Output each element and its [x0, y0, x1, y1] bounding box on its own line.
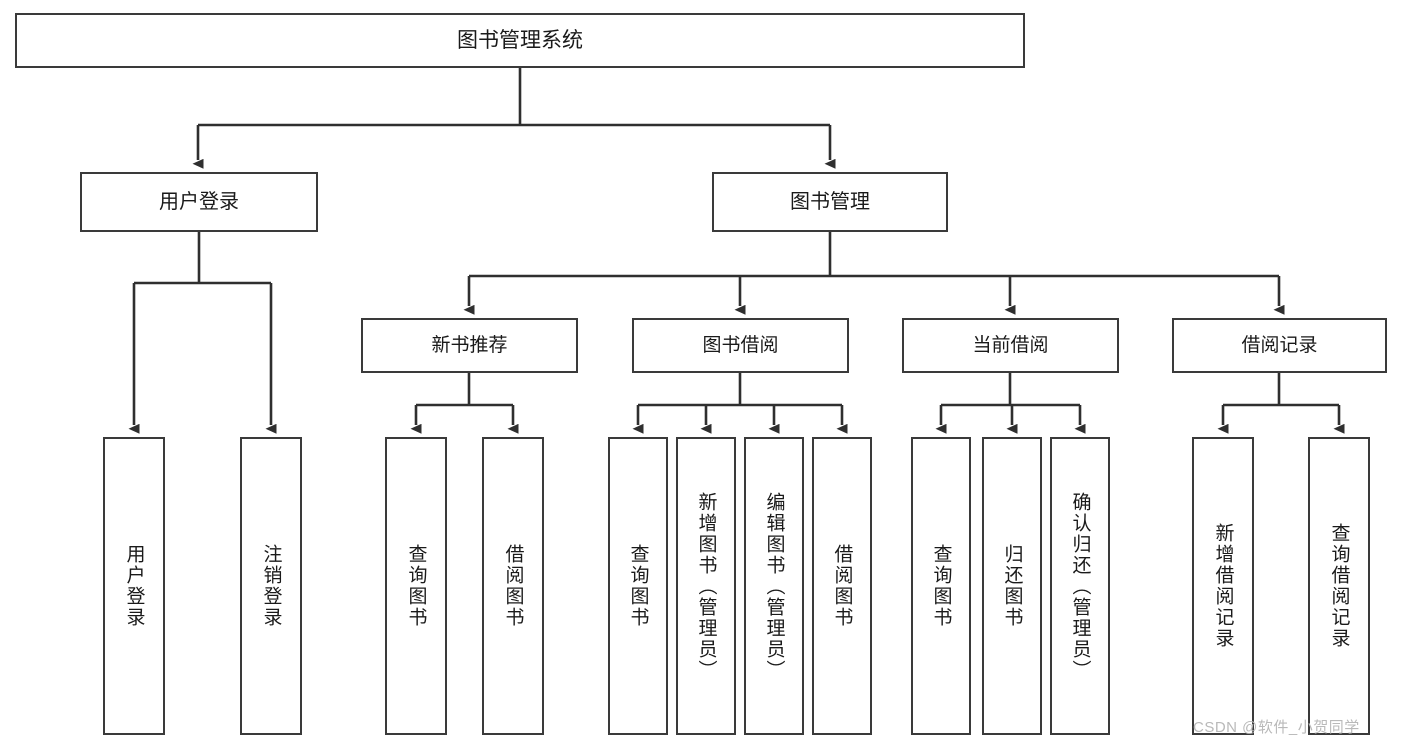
node-current-borrow-label: 当前借阅 — [972, 334, 1049, 356]
leaf-node[interactable]: 查询借阅记录 — [1308, 437, 1370, 735]
leaf-node-label: 查询图书 — [405, 544, 427, 628]
leaf-node[interactable]: 查询图书 — [608, 437, 668, 735]
node-borrow-record[interactable]: 借阅记录 — [1172, 318, 1387, 373]
leaf-node[interactable]: 查询图书 — [911, 437, 971, 735]
leaf-node[interactable]: 查询图书 — [385, 437, 447, 735]
leaf-node-label: 查询图书 — [627, 544, 649, 628]
leaf-node-label: 新增借阅记录 — [1212, 523, 1234, 649]
leaf-node-label: 借阅图书 — [502, 544, 524, 628]
leaf-node[interactable]: 注销登录 — [240, 437, 302, 735]
leaf-node[interactable]: 编辑图书（管理员） — [744, 437, 804, 735]
leaf-node-label: 注销登录 — [260, 544, 282, 628]
leaf-node[interactable]: 新增图书（管理员） — [676, 437, 736, 735]
node-book-borrow-label: 图书借阅 — [702, 334, 779, 356]
leaf-node[interactable]: 新增借阅记录 — [1192, 437, 1254, 735]
leaf-node-label: 新增图书（管理员） — [695, 491, 717, 681]
node-user-login-label: 用户登录 — [159, 190, 239, 213]
leaf-node-label: 查询借阅记录 — [1328, 523, 1350, 649]
node-root-label: 图书管理系统 — [457, 28, 583, 52]
node-user-login[interactable]: 用户登录 — [80, 172, 318, 232]
node-book-management[interactable]: 图书管理 — [712, 172, 948, 232]
csdn-watermark: CSDN @软件_小贺同学 — [1193, 719, 1360, 736]
leaf-node-label: 用户登录 — [123, 544, 145, 628]
node-book-management-label: 图书管理 — [790, 190, 870, 213]
leaf-node[interactable]: 借阅图书 — [812, 437, 872, 735]
leaf-node-label: 查询图书 — [930, 544, 952, 628]
leaf-node-label: 借阅图书 — [831, 544, 853, 628]
leaf-node-label: 确认归还（管理员） — [1069, 491, 1091, 681]
leaf-node[interactable]: 确认归还（管理员） — [1050, 437, 1110, 735]
node-borrow-record-label: 借阅记录 — [1241, 334, 1318, 356]
node-current-borrow[interactable]: 当前借阅 — [902, 318, 1119, 373]
node-new-book-recommend-label: 新书推荐 — [431, 334, 508, 356]
leaf-node[interactable]: 借阅图书 — [482, 437, 544, 735]
leaf-node[interactable]: 用户登录 — [103, 437, 165, 735]
node-root-system[interactable]: 图书管理系统 — [15, 13, 1025, 68]
leaf-node[interactable]: 归还图书 — [982, 437, 1042, 735]
node-book-borrow[interactable]: 图书借阅 — [632, 318, 849, 373]
leaf-node-label: 归还图书 — [1001, 544, 1023, 628]
leaf-node-label: 编辑图书（管理员） — [763, 491, 785, 681]
node-new-book-recommend[interactable]: 新书推荐 — [361, 318, 578, 373]
